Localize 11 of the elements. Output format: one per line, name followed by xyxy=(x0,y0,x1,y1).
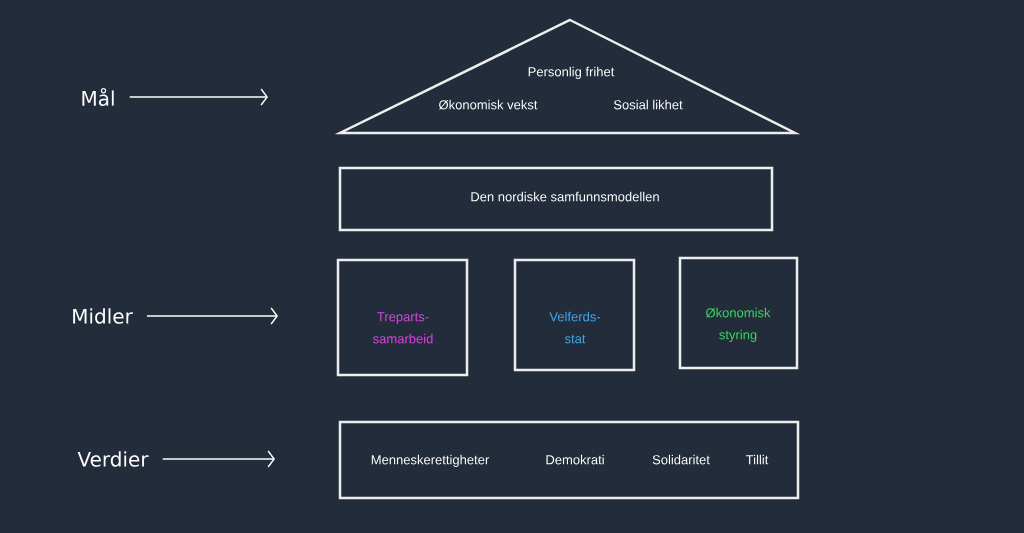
arrow xyxy=(162,450,275,468)
arrow xyxy=(146,307,278,325)
pillar-box: Treparts-samarbeid xyxy=(336,258,469,377)
pillar-box: Økonomisk styring xyxy=(678,256,799,370)
arrow xyxy=(129,88,268,106)
side-label: Midler xyxy=(73,308,133,324)
text-box: Menneskerettigheter Demokrati Solidaritet Tillit xyxy=(338,420,800,500)
side-label: Mål xyxy=(82,88,114,106)
text-box: Den nordiske samfunnsmodellen xyxy=(338,166,774,232)
side-label: Verdier xyxy=(77,451,149,467)
pillar-box: Velferds-stat xyxy=(513,258,636,372)
